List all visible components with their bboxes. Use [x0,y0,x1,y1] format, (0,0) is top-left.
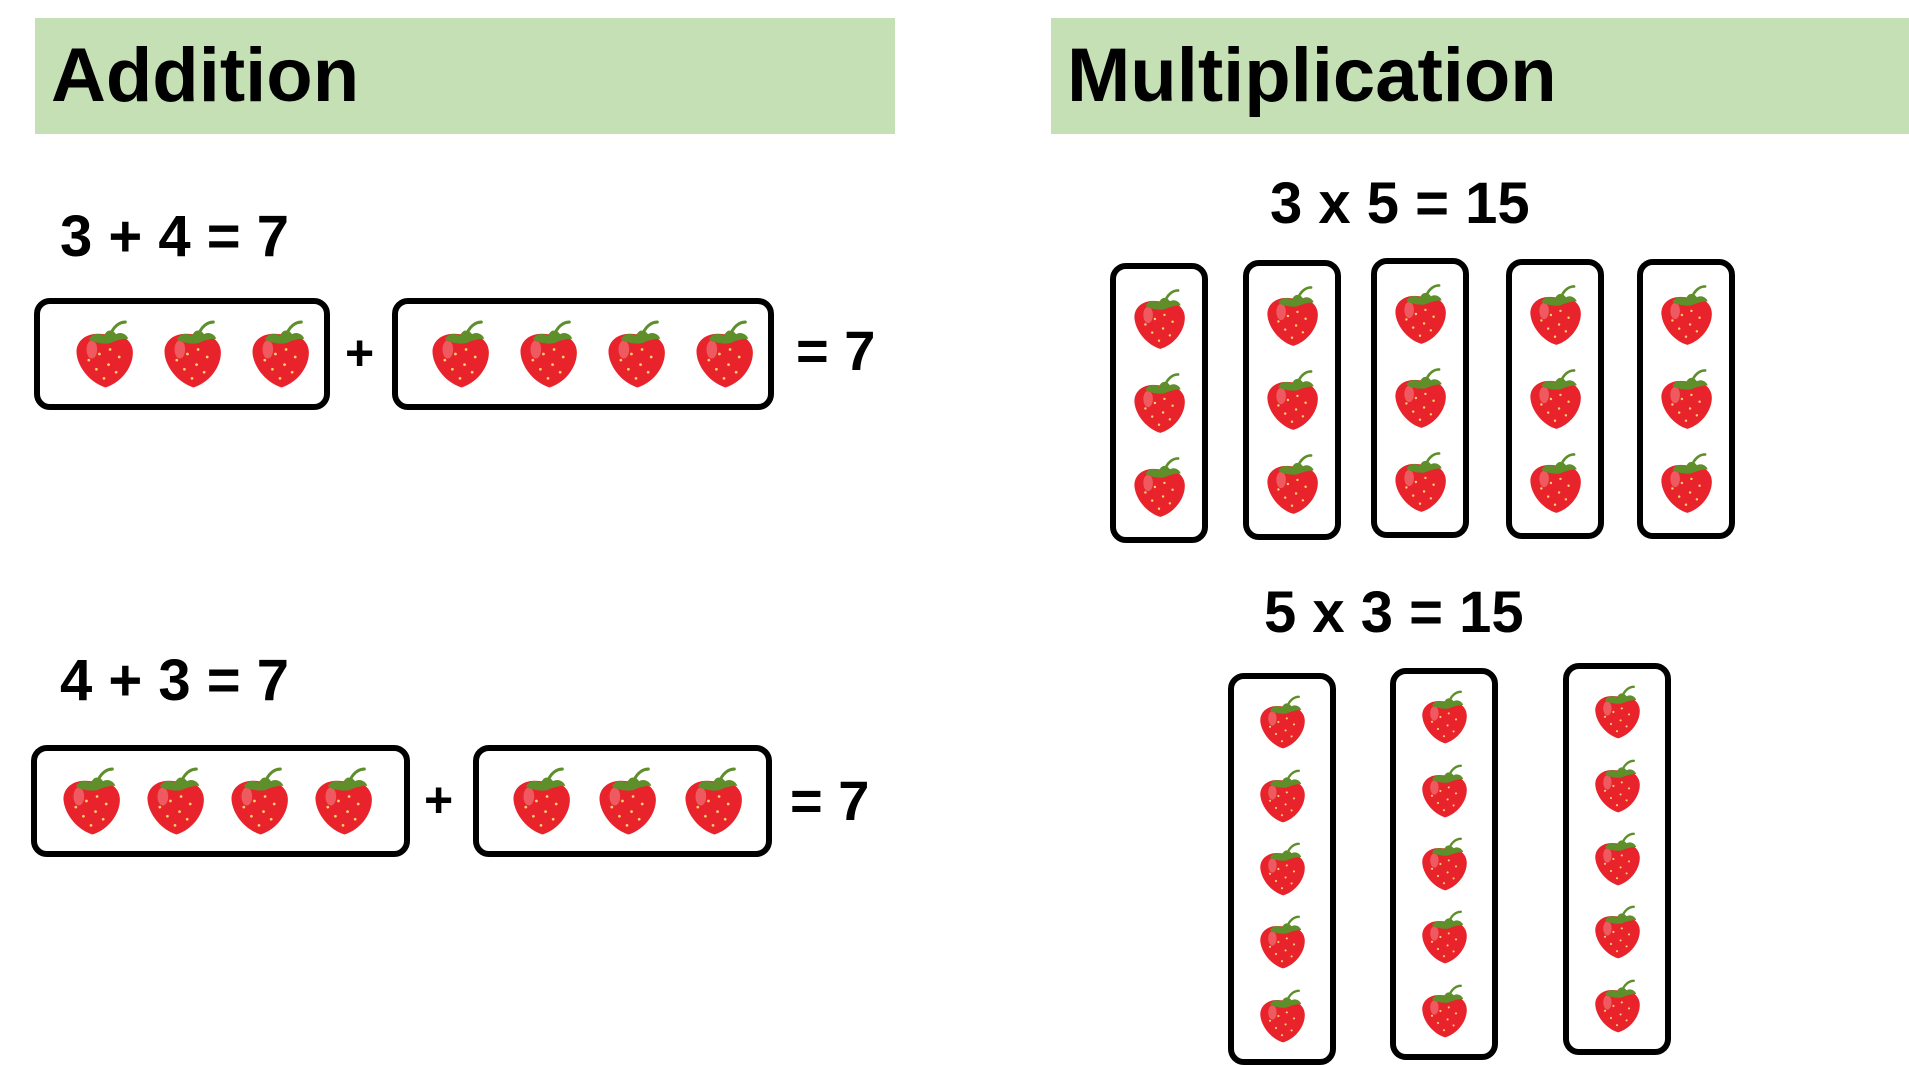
strawberry-icon [503,763,579,839]
addition-group-2-right [473,745,772,857]
strawberry-icon [1252,766,1312,826]
addition-title: Addition [51,33,360,118]
addition-equation-2: 4 + 3 = 7 [60,648,289,713]
strawberry-icon [1414,834,1474,894]
strawberry-icon [1386,364,1454,432]
strawberry-icon [1414,907,1474,967]
strawberry-icon [1386,448,1454,516]
strawberry-icon [1521,365,1589,433]
addition-group-2-left [31,745,410,857]
strawberry-icon [1414,687,1474,747]
strawberry-icon [1252,986,1312,1046]
strawberry-icon [589,763,665,839]
strawberry-icon [1252,839,1312,899]
multiplication-equation-2: 5 x 3 = 15 [1264,580,1524,645]
addition-result-2: = 7 [790,769,870,832]
strawberry-icon [1414,761,1474,821]
strawberry-icon [1521,449,1589,517]
strawberry-icon [154,316,230,392]
strawberry-icon [1652,281,1720,349]
multiplication-equation-1: 3 x 5 = 15 [1270,171,1530,236]
strawberry-icon [675,763,751,839]
multiplication-1-group-4 [1506,259,1604,539]
strawberry-icon [1125,453,1193,521]
multiplication-2-group-1 [1228,673,1336,1065]
multiplication-title: Multiplication [1067,33,1557,118]
strawberry-icon [1521,281,1589,349]
strawberry-icon [422,316,498,392]
strawberry-icon [305,763,381,839]
strawberry-icon [510,316,586,392]
strawberry-icon [1652,449,1720,517]
strawberry-icon [137,763,213,839]
strawberry-icon [221,763,297,839]
strawberry-icon [242,316,318,392]
addition-result-1: = 7 [796,319,876,382]
multiplication-1-group-3 [1371,258,1469,538]
strawberry-icon [1252,692,1312,752]
strawberry-icon [53,763,129,839]
multiplication-header: Multiplication [1051,18,1909,134]
strawberry-icon [1587,756,1647,816]
strawberry-icon [1587,682,1647,742]
addition-plus-2: + [424,772,454,828]
strawberry-icon [66,316,142,392]
multiplication-2-group-2 [1390,668,1498,1060]
strawberry-icon [1258,366,1326,434]
addition-header: Addition [35,18,895,134]
strawberry-icon [1125,285,1193,353]
strawberry-icon [1652,365,1720,433]
multiplication-2-group-3 [1563,663,1671,1055]
strawberry-icon [1258,282,1326,350]
multiplication-1-group-1 [1110,263,1208,543]
addition-equation-1: 3 + 4 = 7 [60,204,289,269]
strawberry-icon [1252,912,1312,972]
addition-group-1-left [34,298,330,410]
strawberry-icon [1386,280,1454,348]
addition-group-1-right [392,298,774,410]
strawberry-icon [1125,369,1193,437]
strawberry-icon [1587,976,1647,1036]
strawberry-icon [1258,450,1326,518]
strawberry-icon [686,316,762,392]
multiplication-1-group-2 [1243,260,1341,540]
strawberry-icon [598,316,674,392]
strawberry-icon [1587,902,1647,962]
addition-plus-1: + [345,325,375,381]
multiplication-1-group-5 [1637,259,1735,539]
strawberry-icon [1587,829,1647,889]
strawberry-icon [1414,981,1474,1041]
